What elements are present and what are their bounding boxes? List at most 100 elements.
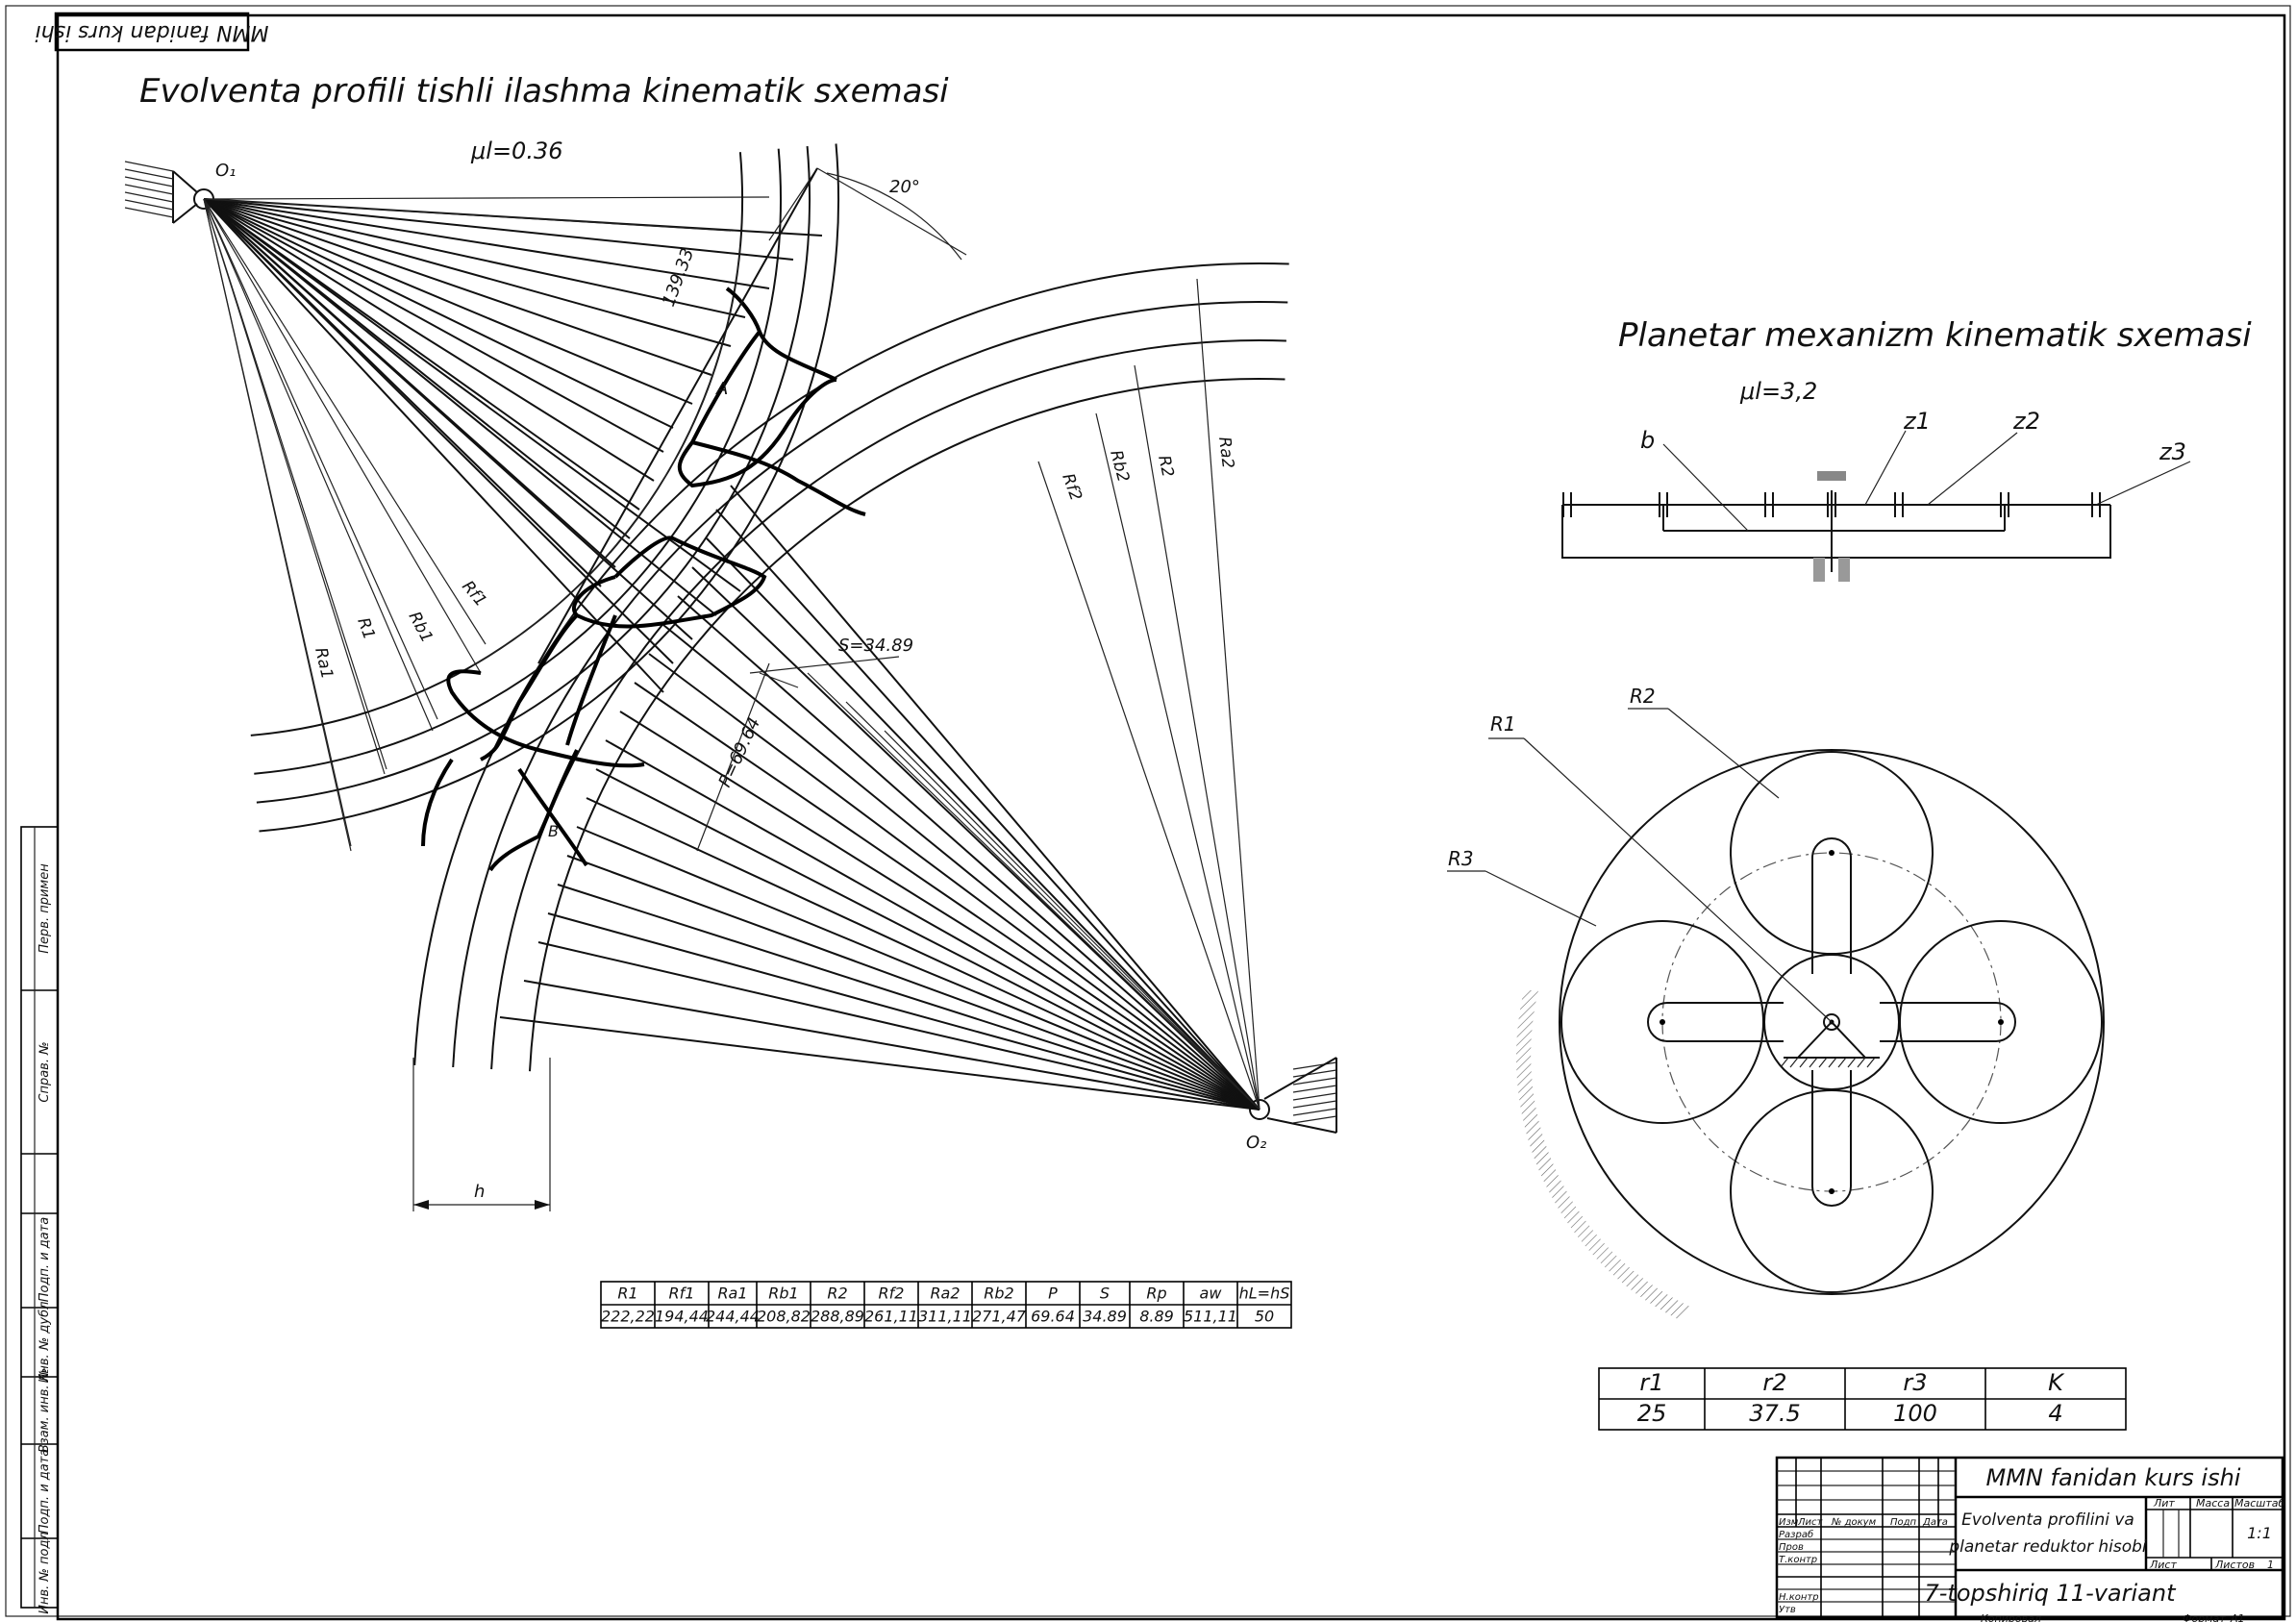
ray-o2 bbox=[523, 980, 1260, 1110]
ray-fan-o2 bbox=[499, 485, 1260, 1110]
ray-o2 bbox=[691, 566, 1260, 1110]
o1-label: O₁ bbox=[215, 161, 236, 181]
wheel-arc bbox=[259, 143, 839, 833]
ray-o2 bbox=[499, 1016, 1260, 1110]
table-value-cell: 50 bbox=[1255, 1307, 1274, 1325]
ray-o2 bbox=[634, 682, 1260, 1110]
support-o2 bbox=[1249, 1057, 1337, 1134]
circle-r1-label: R1 bbox=[1490, 712, 1516, 736]
tb-row-nkontr: Н.контр bbox=[1779, 1592, 1819, 1603]
table-header-cell: r2 bbox=[1762, 1369, 1786, 1396]
ray-o2 bbox=[547, 912, 1260, 1110]
ray-o1 bbox=[203, 198, 640, 511]
rb2-label: Rb2 bbox=[1106, 448, 1133, 484]
tb-listov: Листов bbox=[2214, 1559, 2255, 1571]
side-label-podp1: Подп. и дата bbox=[37, 1217, 52, 1303]
table-header-cell: Ra2 bbox=[930, 1284, 960, 1302]
table-value-cell: 271,47 bbox=[972, 1307, 1027, 1325]
table-value-cell: 25 bbox=[1637, 1400, 1667, 1427]
tb-lit: Лит bbox=[2153, 1497, 2175, 1510]
ray-o2 bbox=[662, 624, 1260, 1110]
s-label: S=34.89 bbox=[838, 636, 913, 656]
ray-fan-o1 bbox=[203, 196, 823, 847]
ray-o1 bbox=[203, 198, 674, 664]
ray-o2-thin bbox=[845, 701, 1260, 1110]
ray-o2-thin bbox=[884, 730, 1260, 1110]
table-header-cell: r1 bbox=[1639, 1369, 1663, 1396]
stamp-text: MMN fanidan kurs ishi bbox=[36, 20, 269, 44]
table-header-cell: Rp bbox=[1146, 1284, 1166, 1302]
gear-title: Evolventa profili tishli ilashma kinemat… bbox=[139, 72, 949, 111]
ray-o1 bbox=[203, 198, 794, 261]
ray-o2 bbox=[619, 711, 1260, 1110]
table-value-cell: 194,44 bbox=[655, 1307, 709, 1325]
ray-o1 bbox=[203, 198, 741, 592]
wheel-arc bbox=[254, 148, 782, 775]
table-header-cell: Ra1 bbox=[717, 1284, 747, 1302]
planetary-kinematic-scheme: b z1 z2 z3 bbox=[1561, 408, 2191, 582]
table-header-cell: S bbox=[1100, 1284, 1110, 1302]
tb-col-list: Лист bbox=[1797, 1517, 1824, 1528]
table-value-cell: 288,89 bbox=[811, 1307, 864, 1325]
table-header-cell: R2 bbox=[827, 1284, 847, 1302]
r2-label: R2 bbox=[1154, 454, 1177, 479]
table-value-cell: 311,11 bbox=[918, 1307, 972, 1325]
stamp-box: MMN fanidan kurs ishi bbox=[36, 12, 269, 52]
side-label-perv: Перв. примен bbox=[37, 863, 52, 954]
wheel1-arcs bbox=[250, 143, 839, 833]
support-o1 bbox=[124, 161, 214, 224]
table-header-cell: K bbox=[2048, 1369, 2065, 1396]
ray-o1 bbox=[203, 198, 717, 616]
rf2-label: Rf2 bbox=[1058, 471, 1086, 504]
planetary-gear-view: R1 R2 R3 bbox=[1447, 685, 2105, 1319]
bearing-marks bbox=[1562, 492, 2101, 517]
ray-o2 bbox=[586, 797, 1260, 1110]
gear-drawing: O₁ O₂ 20° bbox=[124, 143, 1337, 1211]
ray-o1 bbox=[203, 198, 732, 347]
table-header-cell: aw bbox=[1200, 1284, 1223, 1302]
tb-masshtab: Масштаб bbox=[2234, 1497, 2284, 1510]
tb-desc-2: planetar reduktor hisobi bbox=[1948, 1537, 2147, 1557]
point-a-label: A bbox=[715, 379, 728, 399]
ray-o1 bbox=[203, 198, 712, 376]
outer-border bbox=[5, 5, 2291, 1617]
tb-col-date: Дата bbox=[1922, 1517, 1948, 1528]
planet-z1-label: z1 bbox=[1903, 408, 1931, 435]
table-value-cell: 8.89 bbox=[1139, 1307, 1174, 1325]
wheel2-arcs bbox=[413, 262, 1289, 1072]
table-value-cell: 511,11 bbox=[1184, 1307, 1237, 1325]
ray-o1 bbox=[203, 198, 693, 405]
ray-o1 bbox=[203, 198, 770, 289]
wheel-arc bbox=[472, 245, 741, 666]
planet-b-label: b bbox=[1640, 427, 1655, 454]
table-header-cell: R1 bbox=[617, 1284, 637, 1302]
title-block: MMN fanidan kurs ishi Evolventa profilin… bbox=[1775, 1456, 2284, 1622]
tb-col-doc: № докум bbox=[1831, 1517, 1877, 1528]
planet-z3-label: z3 bbox=[2159, 438, 2186, 465]
ray-o1 bbox=[203, 198, 664, 453]
table-value-cell: 37.5 bbox=[1749, 1400, 1800, 1427]
side-label-vzam: Взам. инв. № bbox=[37, 1368, 52, 1453]
ray-o2 bbox=[715, 509, 1260, 1110]
o2-label: O₂ bbox=[1246, 1133, 1266, 1153]
table-header-cell: Rf1 bbox=[669, 1284, 695, 1302]
tb-listov-value: 1 bbox=[2267, 1559, 2274, 1571]
ray-o2 bbox=[576, 826, 1260, 1110]
tb-row-prov: Пров bbox=[1779, 1542, 1804, 1553]
ray-o2 bbox=[706, 537, 1260, 1110]
dim-139: 139.33 bbox=[659, 245, 698, 309]
ray-o2 bbox=[566, 855, 1260, 1110]
ray-o1 bbox=[203, 198, 664, 693]
planet-title: Planetar mexanizm kinematik sxemasi bbox=[1618, 316, 2252, 355]
tb-row-razrab: Разраб bbox=[1779, 1529, 1813, 1540]
ray-o2 bbox=[648, 653, 1260, 1110]
tooth-profiles bbox=[421, 287, 866, 872]
left-side-strip: Перв. примен Справ. № Подп. и дата Инв. … bbox=[20, 826, 59, 1614]
gear-scale: μl=0.36 bbox=[470, 137, 562, 164]
tb-row-tkontr: Т.контр bbox=[1779, 1555, 1817, 1565]
ray-o1-thin bbox=[203, 198, 434, 732]
table-header-cell: Rb1 bbox=[768, 1284, 798, 1302]
table-header-cell: P bbox=[1048, 1284, 1058, 1302]
planet-scale: μl=3,2 bbox=[1739, 378, 1817, 405]
